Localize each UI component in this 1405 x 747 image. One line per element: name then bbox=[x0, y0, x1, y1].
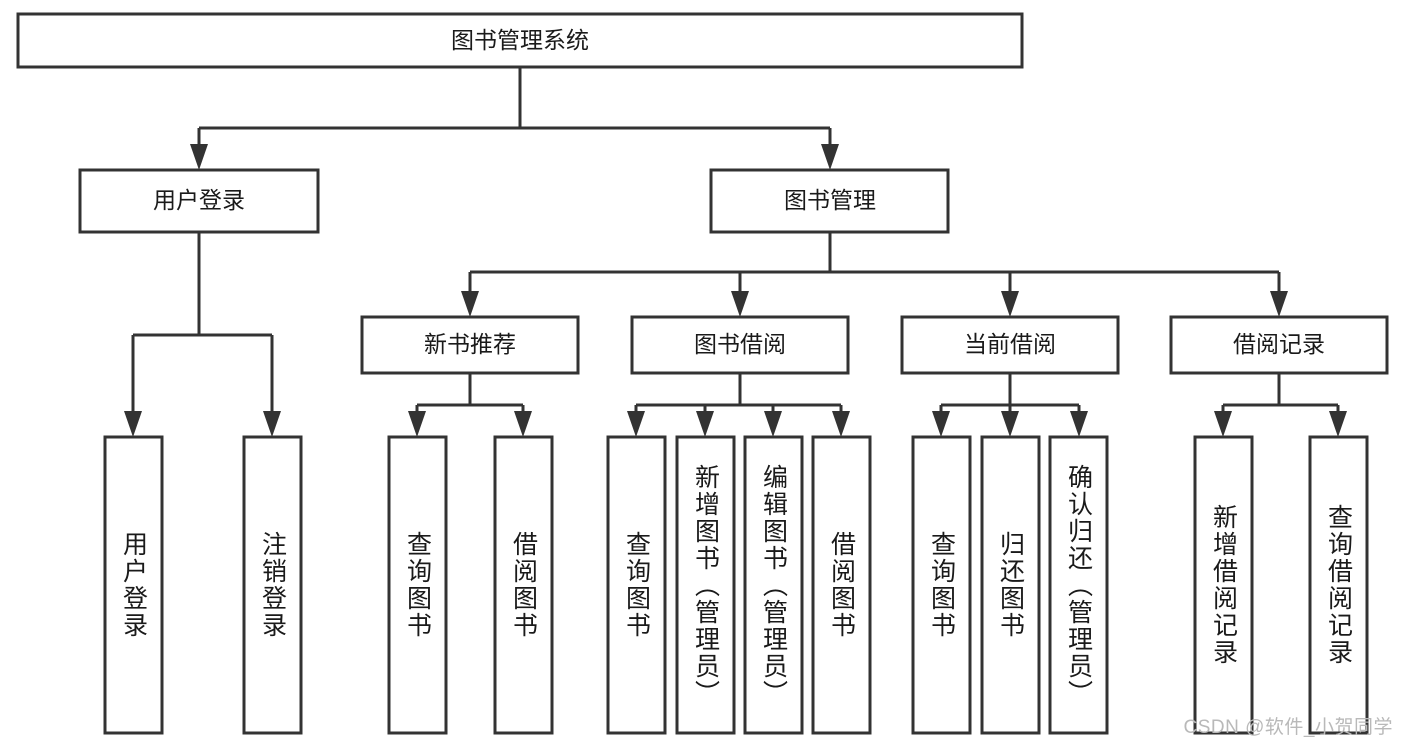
node-login-box[interactable] bbox=[78, 168, 320, 234]
arrow-records-to-l13 bbox=[1329, 411, 1347, 437]
arrow-bookmgmt-to-records bbox=[1270, 291, 1288, 317]
node-bookmgmt[interactable]: 图书管理 bbox=[709, 168, 950, 234]
node-l10-box[interactable] bbox=[980, 435, 1041, 735]
node-records-box[interactable] bbox=[1169, 315, 1389, 375]
node-l3-box[interactable] bbox=[387, 435, 448, 735]
arrow-current-to-l11 bbox=[1070, 411, 1088, 437]
node-newbook-box[interactable] bbox=[360, 315, 580, 375]
connector-group-bookmgmt bbox=[461, 232, 1288, 317]
arrow-newbook-to-l3 bbox=[408, 411, 426, 437]
node-current[interactable]: 当前借阅 bbox=[900, 315, 1120, 375]
arrow-bookmgmt-to-borrow bbox=[731, 291, 749, 317]
node-root-label: 图书管理系统 bbox=[451, 27, 589, 53]
arrow-root-to-login bbox=[190, 144, 208, 170]
connector-group-records bbox=[1214, 373, 1347, 437]
csdn-watermark: CSDN @软件_小贺同学 bbox=[1183, 717, 1393, 738]
arrow-bookmgmt-to-newbook bbox=[461, 291, 479, 317]
node-borrow-label: 图书借阅 bbox=[694, 331, 786, 357]
node-newbook-label: 新书推荐 bbox=[424, 331, 516, 357]
node-l9-box[interactable] bbox=[911, 435, 972, 735]
arrow-borrow-to-l5 bbox=[627, 411, 645, 437]
arrow-current-to-l10 bbox=[1001, 411, 1019, 437]
arrow-login-to-l1 bbox=[124, 411, 142, 437]
leaf-boxes bbox=[103, 435, 1369, 735]
node-root[interactable]: 图书管理系统 bbox=[16, 12, 1024, 69]
node-current-box[interactable] bbox=[900, 315, 1120, 375]
node-l11-box[interactable] bbox=[1048, 435, 1109, 735]
node-current-label: 当前借阅 bbox=[964, 331, 1056, 357]
node-borrow[interactable]: 图书借阅 bbox=[630, 315, 850, 375]
node-l6-box[interactable] bbox=[675, 435, 736, 735]
node-root-box[interactable] bbox=[16, 12, 1024, 69]
connector-group-login bbox=[124, 232, 281, 437]
connector-group-root bbox=[190, 67, 839, 170]
node-borrow-box[interactable] bbox=[630, 315, 850, 375]
arrow-current-to-l9 bbox=[932, 411, 950, 437]
node-records-label: 借阅记录 bbox=[1233, 331, 1325, 357]
arrow-root-to-bookmgmt bbox=[821, 144, 839, 170]
arrow-borrow-to-l8 bbox=[832, 411, 850, 437]
node-login[interactable]: 用户登录 bbox=[78, 168, 320, 234]
node-records[interactable]: 借阅记录 bbox=[1169, 315, 1389, 375]
arrow-borrow-to-l6 bbox=[696, 411, 714, 437]
node-l2-box[interactable] bbox=[242, 435, 303, 735]
connector-group-current bbox=[932, 373, 1088, 437]
node-l7-box[interactable] bbox=[743, 435, 804, 735]
node-l1-box[interactable] bbox=[103, 435, 164, 735]
node-l12-box[interactable] bbox=[1193, 435, 1254, 735]
arrow-bookmgmt-to-current bbox=[1001, 291, 1019, 317]
node-newbook[interactable]: 新书推荐 bbox=[360, 315, 580, 375]
arrow-newbook-to-l4 bbox=[514, 411, 532, 437]
node-bookmgmt-box[interactable] bbox=[709, 168, 950, 234]
connector-group-borrow bbox=[627, 373, 850, 437]
node-login-label: 用户登录 bbox=[153, 187, 245, 213]
node-l13-box[interactable] bbox=[1308, 435, 1369, 735]
connector-group-newbook bbox=[408, 373, 532, 437]
arrow-login-to-l2 bbox=[263, 411, 281, 437]
node-l5-box[interactable] bbox=[606, 435, 667, 735]
node-l4-box[interactable] bbox=[493, 435, 554, 735]
node-bookmgmt-label: 图书管理 bbox=[784, 187, 876, 213]
node-l8-box[interactable] bbox=[811, 435, 872, 735]
arrow-records-to-l12 bbox=[1214, 411, 1232, 437]
arrow-borrow-to-l7 bbox=[764, 411, 782, 437]
